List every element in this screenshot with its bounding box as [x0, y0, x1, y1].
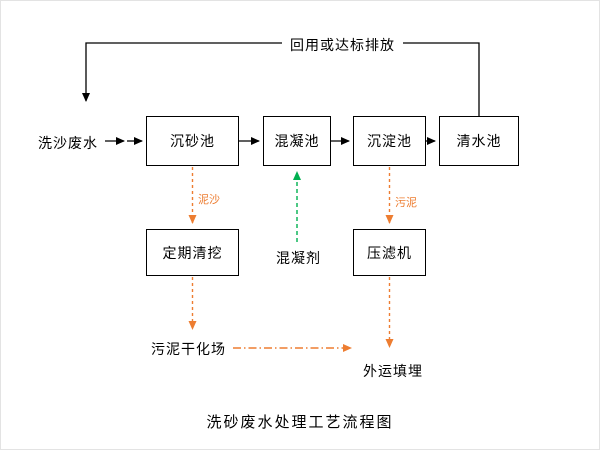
drying-field-label: 污泥干化场 — [151, 342, 226, 358]
box-periodic-dredging: 定期清挖 — [146, 229, 239, 276]
box-sedimentation-tank: 沉淀池 — [353, 116, 426, 166]
coagulant-label: 混凝剂 — [276, 251, 321, 267]
diagram-title: 洗砂废水处理工艺流程图 — [206, 413, 394, 431]
inlet-label: 洗沙废水 — [38, 136, 98, 152]
box-coagulation-tank: 混凝池 — [263, 116, 331, 166]
feedback-label: 回用或达标排放 — [282, 35, 403, 55]
sludge-flow-label: 污泥 — [395, 196, 417, 209]
sediment-flow-label: 泥沙 — [198, 193, 220, 206]
landfill-label: 外运填埋 — [363, 364, 423, 380]
box-filter-press: 压滤机 — [353, 229, 426, 276]
box-grit-chamber: 沉砂池 — [146, 116, 239, 166]
box-clear-water-tank: 清水池 — [439, 116, 519, 166]
